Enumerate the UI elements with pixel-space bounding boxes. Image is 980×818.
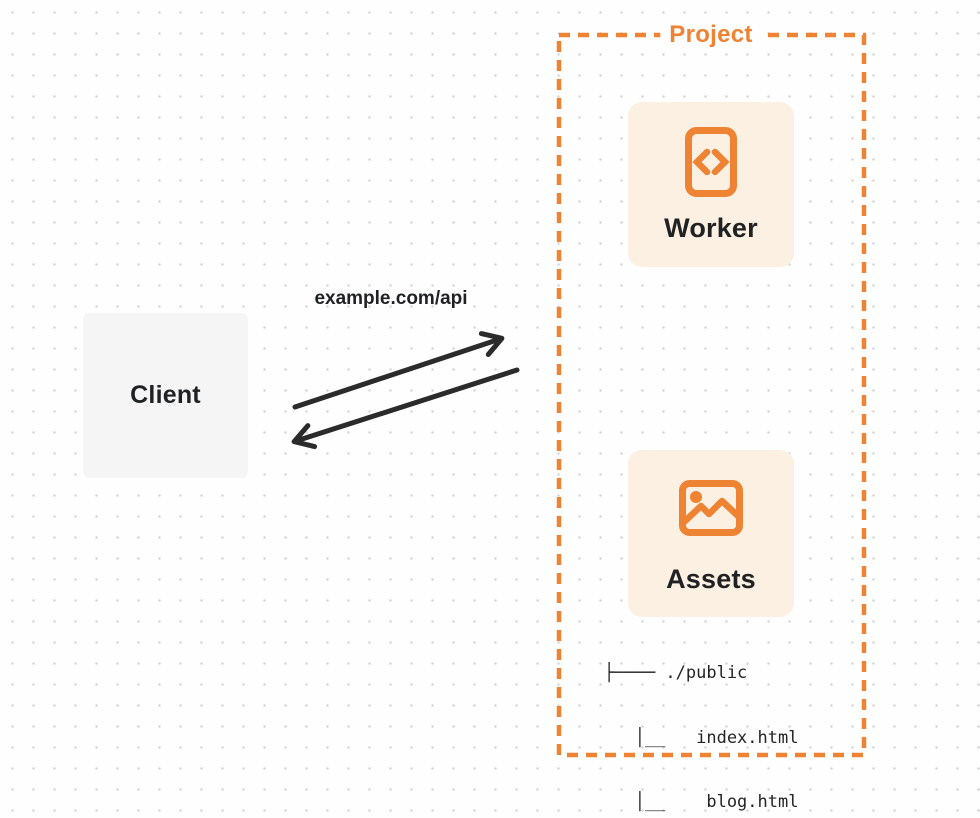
client-node: Client [83, 313, 248, 478]
file-tree-root: ├──── ./public [604, 663, 748, 683]
worker-label: Worker [664, 213, 758, 243]
assets-node: Assets [628, 450, 794, 617]
file-tree-item: │__ blog.html [604, 792, 799, 812]
assets-file-tree: ├──── ./public │__ index.html │__ blog.h… [604, 620, 798, 818]
project-label: Project [660, 21, 762, 49]
file-tree-item: │__ index.html [604, 727, 799, 748]
code-file-icon [685, 127, 737, 202]
worker-node: Worker [628, 102, 794, 267]
client-label: Client [130, 381, 201, 409]
image-icon [679, 480, 743, 541]
request-url-label: example.com/api [314, 288, 468, 309]
response-arrow [291, 367, 520, 450]
request-arrow [292, 331, 505, 410]
assets-label: Assets [666, 564, 756, 594]
